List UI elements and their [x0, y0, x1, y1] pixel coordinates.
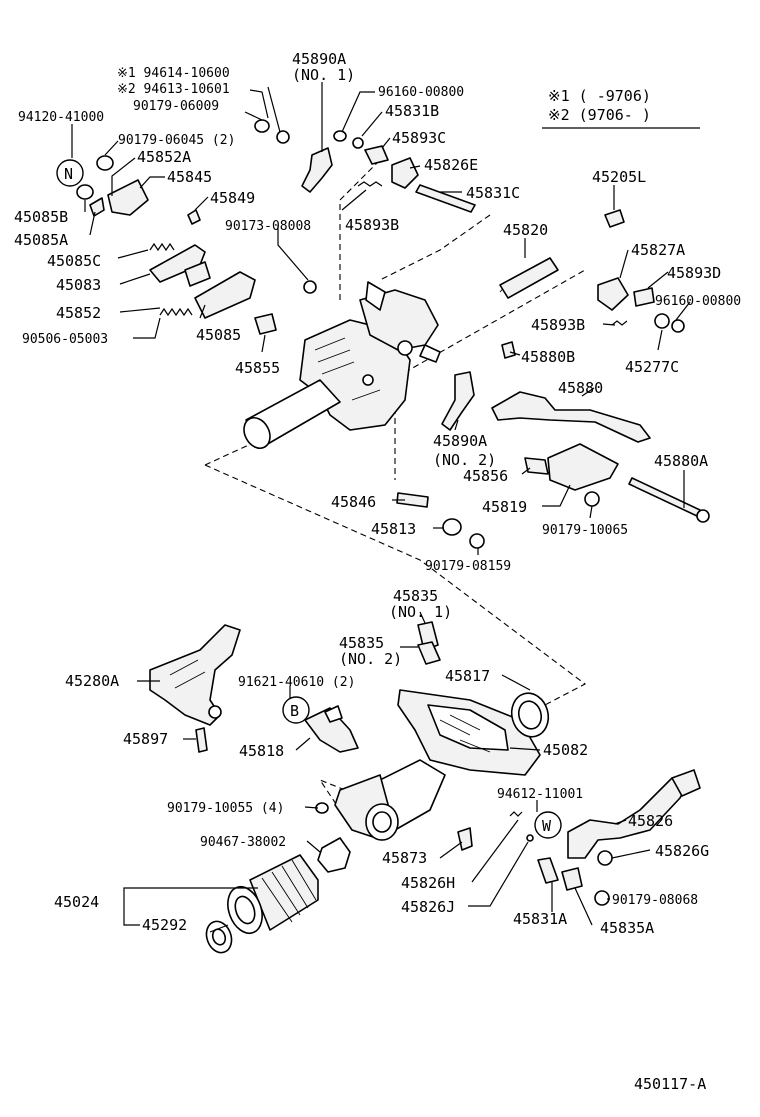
label-45890A-no2-sub: (NO. 2)	[433, 451, 496, 469]
label-45897: 45897	[123, 730, 168, 748]
label-45085C: 45085C	[47, 252, 101, 270]
label-45277C: 45277C	[625, 358, 679, 376]
label-45082: 45082	[543, 741, 588, 759]
figure-id: 450117-A	[634, 1075, 706, 1093]
label-45826J: 45826J	[401, 898, 455, 916]
label-90179-10055: 90179-10055 (4)	[167, 801, 284, 816]
label-45890A-no2: 45890A	[433, 432, 487, 450]
label-45835-no1: 45835	[393, 587, 438, 605]
leader-lines	[71, 82, 691, 933]
shaft-assembly	[205, 854, 319, 954]
small-parts-lower	[195, 727, 701, 906]
label-45835A: 45835A	[600, 919, 654, 937]
label-45826: 45826	[628, 812, 673, 830]
label-96160-00800-b: 96160-00800	[655, 294, 741, 309]
label-90179-06045: 90179-06045 (2)	[118, 133, 235, 148]
label-90179-06009: 90179-06009	[133, 99, 219, 114]
label-45893B: 45893B	[345, 216, 399, 234]
label-45826E: 45826E	[424, 156, 478, 174]
bracket-45280A	[149, 624, 241, 726]
label-45085B: 45085B	[14, 208, 68, 226]
label-45292: 45292	[142, 916, 187, 934]
label-90179-08068: 90179-08068	[612, 893, 698, 908]
label-45831C: 45831C	[466, 184, 520, 202]
label-45873: 45873	[382, 849, 427, 867]
label-45890A-no1-sub: (NO. 1)	[292, 66, 355, 84]
label-96160-00800-a: 96160-00800	[378, 85, 464, 100]
label-94120-41000: 94120-41000	[18, 110, 104, 125]
label-45835-no2: 45835	[339, 634, 384, 652]
label-45845: 45845	[167, 168, 212, 186]
markers: N B W	[56, 159, 562, 839]
bearing-45817	[510, 692, 550, 738]
label-90173-08008: 90173-08008	[225, 219, 311, 234]
label-45880B: 45880B	[521, 348, 575, 366]
label-45827A: 45827A	[631, 241, 685, 259]
label-45846: 45846	[331, 493, 376, 511]
label-45813: 45813	[371, 520, 416, 538]
part-labels: ※1 94614-10600 ※2 94613-10601 90179-0600…	[14, 50, 741, 1093]
label-45831A: 45831A	[513, 910, 567, 928]
label-45852A: 45852A	[137, 148, 191, 166]
legend-line-2: ※2 (9706- )	[548, 106, 651, 124]
label-45205L: 45205L	[592, 168, 646, 186]
label-45893B-2: 45893B	[531, 316, 585, 334]
clips-45835	[417, 621, 441, 665]
label-45280A: 45280A	[65, 672, 119, 690]
label-45890A-no1: 45890A	[292, 50, 346, 68]
label-45083: 45083	[56, 276, 101, 294]
label-45820: 45820	[503, 221, 548, 239]
note-line-1: ※1 94614-10600	[117, 66, 230, 81]
legend: ※1 ( -9706) ※2 (9706- )	[542, 87, 700, 129]
marker-w: W	[542, 817, 552, 835]
label-45855: 45855	[235, 359, 280, 377]
label-45835-no2-sub: (NO. 2)	[339, 650, 402, 668]
marker-b-circle	[282, 696, 310, 724]
label-45085: 45085	[196, 326, 241, 344]
legend-line-1: ※1 ( -9706)	[548, 87, 651, 105]
marker-w-circle	[534, 811, 562, 839]
label-45880: 45880	[558, 379, 603, 397]
label-45831B: 45831B	[385, 102, 439, 120]
label-91621-40610: 91621-40610 (2)	[238, 675, 355, 690]
label-94612-11001: 94612-11001	[497, 787, 583, 802]
label-45849: 45849	[210, 189, 255, 207]
label-90179-08159: 90179-08159	[425, 559, 511, 574]
label-45852: 45852	[56, 304, 101, 322]
label-45024: 45024	[54, 893, 99, 911]
label-45826H: 45826H	[401, 874, 455, 892]
label-45826G: 45826G	[655, 842, 709, 860]
label-45818: 45818	[239, 742, 284, 760]
label-45880A: 45880A	[654, 452, 708, 470]
lower-column-bracket	[334, 689, 541, 841]
small-parts-upper-left	[76, 119, 476, 335]
marker-n: N	[64, 165, 73, 183]
label-45893C: 45893C	[392, 129, 446, 147]
upper-column-housing	[243, 281, 441, 450]
label-90506-05003: 90506-05003	[22, 332, 108, 347]
label-45085A: 45085A	[14, 231, 68, 249]
label-45817: 45817	[445, 667, 490, 685]
label-45856: 45856	[463, 467, 508, 485]
label-45819: 45819	[482, 498, 527, 516]
label-45893D: 45893D	[667, 264, 721, 282]
label-90467-38002: 90467-38002	[200, 835, 286, 850]
marker-b: B	[290, 702, 299, 720]
note-line-2: ※2 94613-10601	[117, 82, 230, 97]
marker-n-circle	[56, 159, 84, 187]
label-45835-no1-sub: (NO. 1)	[389, 603, 452, 621]
collar-90467	[317, 837, 351, 873]
plate-45818	[304, 705, 359, 753]
small-parts-upper-right	[396, 209, 710, 549]
label-90179-10065: 90179-10065	[542, 523, 628, 538]
